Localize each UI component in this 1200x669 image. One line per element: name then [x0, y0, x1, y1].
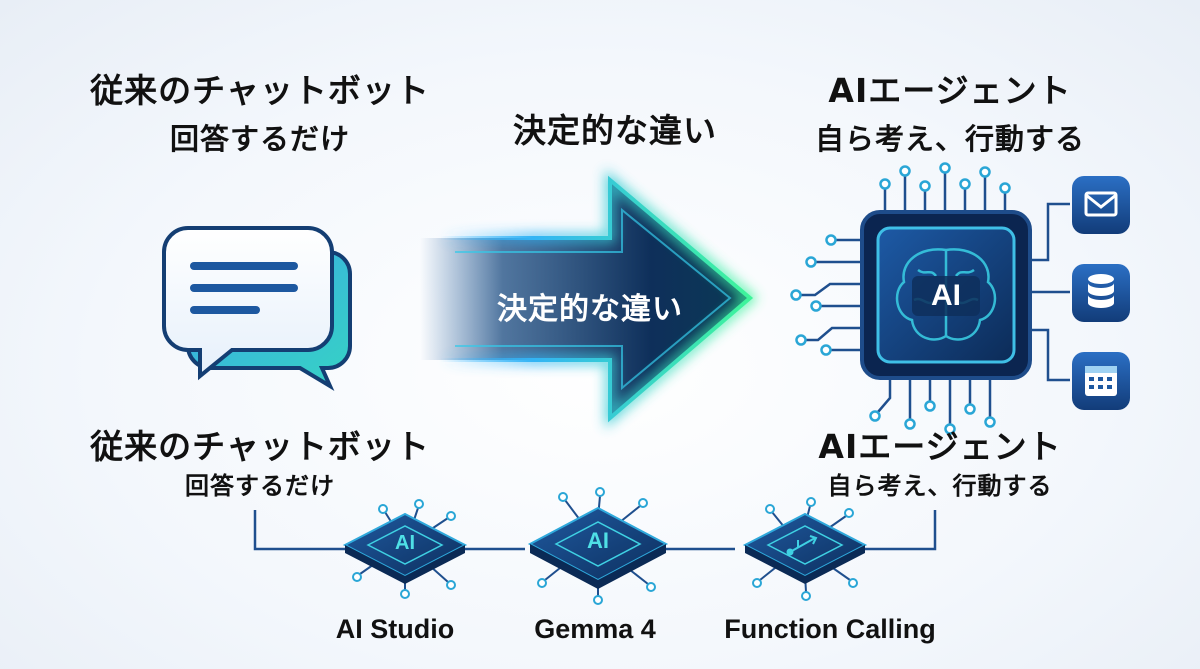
agent-subtitle-lower: 自ら考え、行動する [827, 472, 1053, 500]
function-calling-chip-icon [742, 512, 868, 584]
function-calling-label: Function Calling [724, 614, 936, 644]
function-arrows-icon [786, 535, 818, 556]
ai-studio-chip-label: AI [395, 532, 415, 554]
agent-subtitle: 自ら考え、行動する [814, 122, 1085, 156]
ai-chip-label: AI [931, 279, 961, 312]
chatbot-subtitle-lower: 回答するだけ [185, 472, 335, 500]
agent-title: AIエージェント [828, 71, 1072, 110]
ai-chip-icon [860, 210, 1032, 380]
agent-title-lower: AIエージェント [818, 427, 1062, 466]
chip-circuit-lines [800, 172, 1070, 425]
bottom-connector [253, 510, 937, 551]
gemma-label: Gemma 4 [534, 614, 656, 644]
bottom-chip-nodes [352, 487, 858, 605]
transition-arrow [420, 169, 758, 429]
ai-studio-label: AI Studio [335, 614, 455, 644]
database-icon [1072, 264, 1130, 322]
gemma-chip-label: AI [587, 528, 609, 553]
difference-heading: 決定的な違い [513, 111, 717, 150]
chat-bubbles-icon [162, 226, 352, 391]
mail-icon [1072, 176, 1130, 234]
chatbot-title-lower: 従来のチャットボット [90, 427, 430, 466]
chatbot-subtitle: 回答するだけ [169, 122, 350, 156]
gemma-chip-icon [527, 506, 669, 589]
arrow-label: 決定的な違い [497, 292, 683, 327]
calendar-icon [1072, 352, 1130, 410]
chatbot-title: 従来のチャットボット [90, 71, 430, 110]
ai-studio-chip-icon [342, 512, 468, 584]
circuit-nodes [790, 162, 1011, 435]
